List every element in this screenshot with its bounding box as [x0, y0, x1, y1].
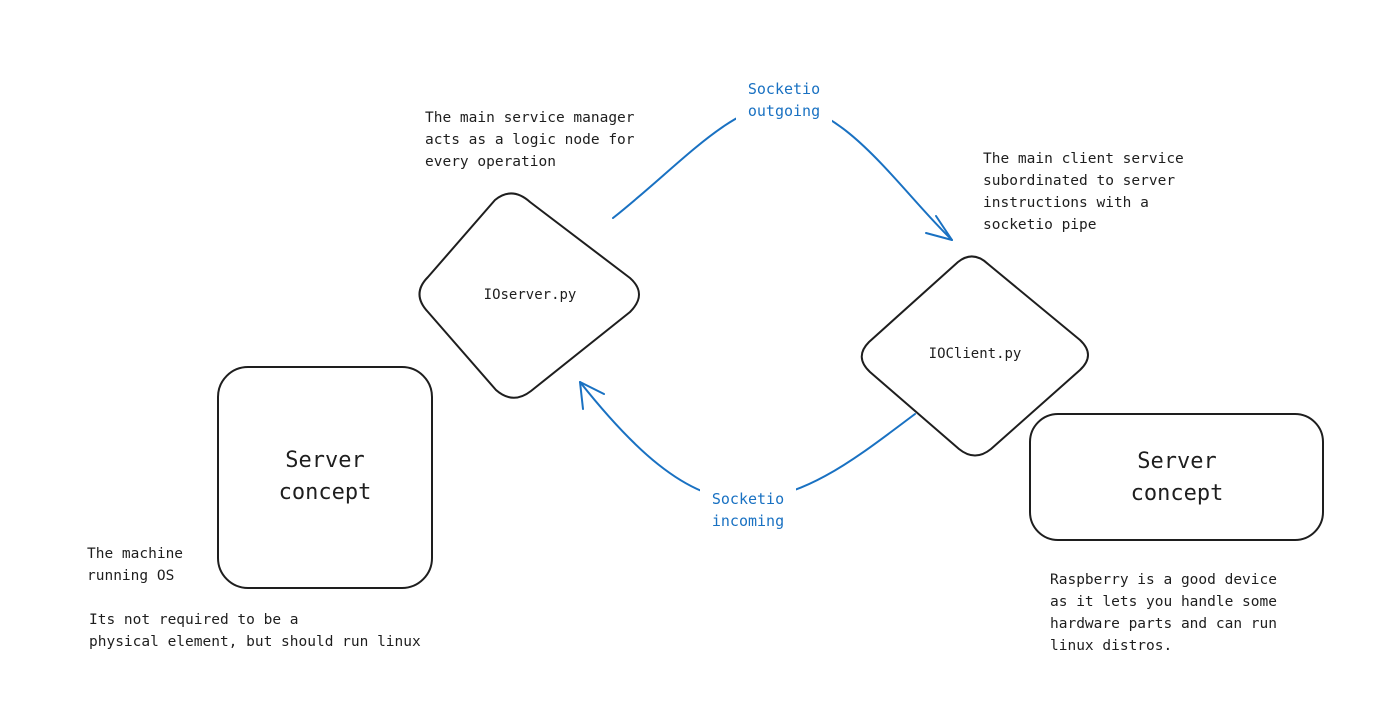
- server-manager-note: The main service manager acts as a logic…: [425, 110, 635, 170]
- server-box-left-label: Server concept: [278, 448, 372, 505]
- incoming-arrow-label: Socketio incoming: [700, 488, 796, 532]
- not-required-note: Its not required to be a physical elemen…: [89, 612, 421, 650]
- outgoing-arrow-label: Socketio outgoing: [736, 78, 832, 122]
- raspberry-note: Raspberry is a good device as it lets yo…: [1050, 572, 1277, 654]
- server-box-right-shape[interactable]: [1029, 413, 1324, 541]
- client-service-note: The main client service subordinated to …: [983, 151, 1184, 233]
- machine-note: The machine running OS: [87, 546, 184, 584]
- incoming-arrow-head: [579, 381, 605, 410]
- ioclient-node-label: IOClient.py: [928, 346, 1022, 362]
- ioclient-node-shape[interactable]: [860, 255, 1089, 457]
- server-box-left-shape[interactable]: [217, 366, 433, 589]
- outgoing-arrow-head: [925, 215, 953, 241]
- ioserver-node-shape[interactable]: [418, 192, 640, 399]
- outgoing-arrow-line[interactable]: [612, 102, 953, 241]
- server-box-right-label: Server concept: [1130, 449, 1224, 506]
- ioserver-node-label: IOserver.py: [483, 287, 577, 303]
- incoming-arrow-line[interactable]: [579, 381, 916, 502]
